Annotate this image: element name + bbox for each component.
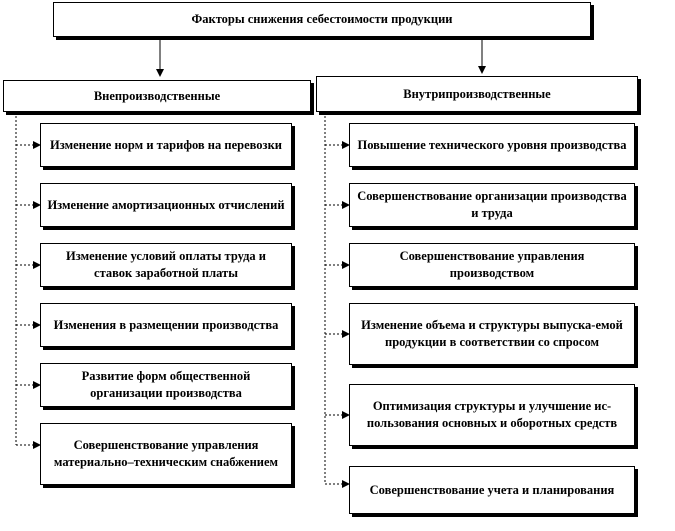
external-category-box: Внепроизводственные xyxy=(3,80,311,112)
external-category-title: Внепроизводственные xyxy=(93,88,221,103)
external-item-label: Совершенствование управления материально… xyxy=(53,438,279,469)
external-item-label: Развитие форм общественной организации п… xyxy=(81,369,251,400)
internal-item: Совершенствование управления производств… xyxy=(349,243,635,287)
internal-item: Повышение технического уровня производст… xyxy=(349,123,635,167)
external-item: Изменения в размещении производства xyxy=(40,303,292,347)
external-item-label: Изменение норм и тарифов на перевозки xyxy=(50,137,282,152)
external-item: Изменение условий оплаты труда и ставок … xyxy=(40,243,292,287)
external-item-label: Изменение амортизационных отчислений xyxy=(47,197,285,212)
root-box: Факторы снижения себестоимости продукции xyxy=(53,2,591,37)
internal-category-box: Внутрипроизводственные xyxy=(316,76,638,112)
internal-item: Совершенствование учета и планирования xyxy=(349,466,635,514)
internal-item: Совершенствование организации производст… xyxy=(349,183,635,227)
internal-item-label: Совершенствование организации производст… xyxy=(357,189,627,220)
external-item: Изменение норм и тарифов на перевозки xyxy=(40,123,292,167)
internal-category-title: Внутрипроизводственные xyxy=(403,86,551,101)
internal-item: Оптимизация структуры и улучшение ис-пол… xyxy=(349,384,635,446)
external-item: Развитие форм общественной организации п… xyxy=(40,363,292,407)
external-item-label: Изменение условий оплаты труда и ставок … xyxy=(66,249,266,280)
internal-item: Изменение объема и структуры выпуска-емо… xyxy=(349,303,635,365)
internal-item-label: Совершенствование учета и планирования xyxy=(369,482,615,497)
internal-item-label: Повышение технического уровня производст… xyxy=(357,137,627,152)
external-item: Совершенствование управления материально… xyxy=(40,423,292,485)
internal-item-label: Оптимизация структуры и улучшение ис-пол… xyxy=(366,399,618,430)
external-item: Изменение амортизационных отчислений xyxy=(40,183,292,227)
internal-item-label: Изменение объема и структуры выпуска-емо… xyxy=(361,318,623,349)
external-item-label: Изменения в размещении производства xyxy=(53,317,279,332)
root-title: Факторы снижения себестоимости продукции xyxy=(191,12,453,27)
internal-item-label: Совершенствование управления производств… xyxy=(399,249,585,280)
